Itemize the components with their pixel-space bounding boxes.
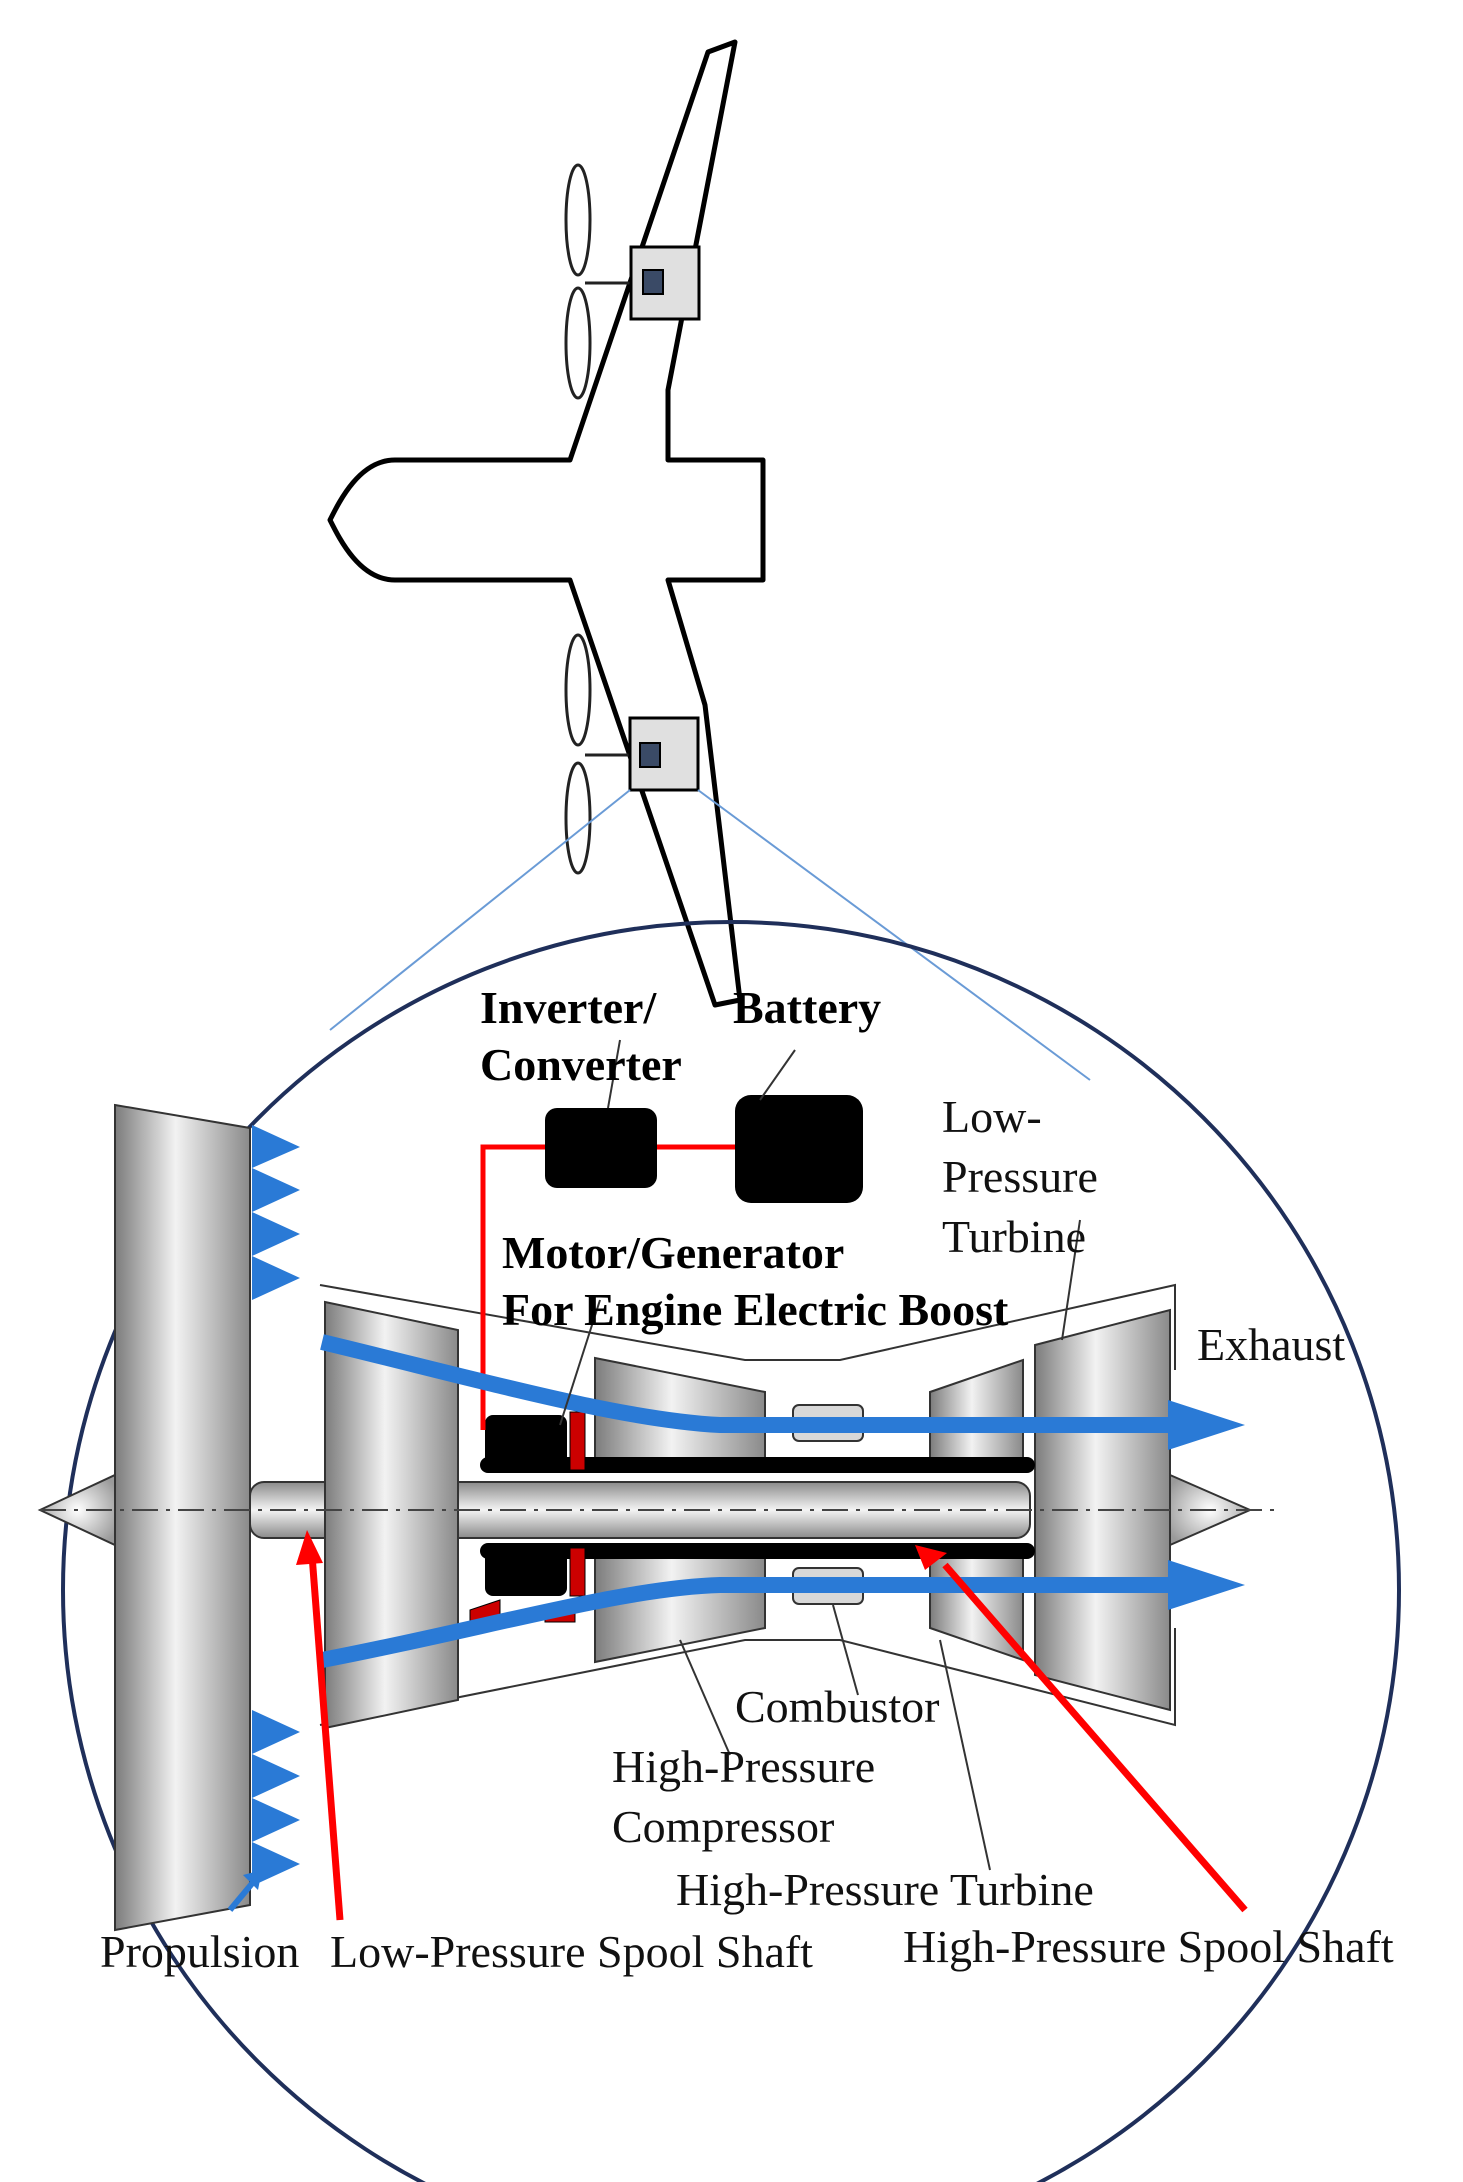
label-hpc-line2: Compressor — [612, 1801, 834, 1852]
label-lpt-line1: Low- — [942, 1091, 1042, 1142]
label-battery: Battery — [733, 982, 881, 1033]
low-pressure-compressor — [324, 1300, 459, 1730]
label-exhaust: Exhaust — [1197, 1319, 1345, 1370]
upper-propeller — [564, 163, 632, 400]
lower-propeller — [564, 633, 630, 875]
high-pressure-compressor-lower — [594, 1554, 766, 1664]
high-pressure-turbine-upper — [929, 1358, 1024, 1463]
label-motor-line1: Motor/Generator — [502, 1227, 844, 1278]
high-pressure-turbine-lower — [929, 1554, 1024, 1662]
propulsion-arrows-upper — [252, 1125, 300, 1300]
motor-generator-upper — [485, 1415, 567, 1470]
airflow-lower — [320, 1560, 1245, 1668]
label-hpt: High-Pressure Turbine — [676, 1864, 1094, 1915]
high-pressure-spool-lower — [480, 1543, 1035, 1559]
propulsion-pointer-arrow — [227, 1870, 262, 1912]
label-hpc-line1: High-Pressure — [612, 1741, 875, 1792]
hp-shaft-pointer-arrow — [915, 1545, 1248, 1913]
label-lp-spool-shaft: Low-Pressure Spool Shaft — [330, 1926, 813, 1977]
label-inverter-line2: Converter — [480, 1039, 682, 1090]
fan-disk — [114, 1103, 251, 1932]
upper-engine-nacelle — [629, 245, 701, 321]
label-combustor: Combustor — [735, 1681, 939, 1732]
zoom-circle — [61, 920, 1401, 2182]
lower-engine-core — [639, 742, 661, 768]
label-inverter-line1: Inverter/ — [480, 982, 657, 1033]
aircraft-outline — [327, 39, 766, 1008]
lp-shaft-pointer-arrow — [296, 1530, 344, 1921]
leader-lines — [559, 1039, 1081, 1871]
aircraft-body-wing — [327, 39, 766, 1008]
airflow-upper — [320, 1334, 1245, 1450]
inverter-converter-box — [545, 1108, 657, 1188]
battery-box — [735, 1095, 863, 1203]
power-wiring — [480, 1144, 735, 1430]
engine-casing — [319, 1283, 1176, 1727]
label-lpt-line2: Pressure — [942, 1151, 1098, 1202]
upper-engine-core — [642, 269, 664, 295]
motor-generator-lower — [485, 1548, 567, 1596]
label-motor-line2: For Engine Electric Boost — [502, 1284, 1009, 1335]
zoom-line-right — [697, 789, 1091, 1081]
zoom-line-left — [329, 789, 631, 1031]
propulsion-arrows-lower — [252, 1710, 300, 1886]
motor-stator-upper — [569, 1411, 586, 1471]
label-lpt-line3: Turbine — [942, 1211, 1086, 1262]
motor-stator-lower — [569, 1547, 586, 1597]
label-hp-spool-shaft: High-Pressure Spool Shaft — [903, 1921, 1394, 1972]
high-pressure-spool-upper — [480, 1457, 1035, 1473]
label-propulsion: Propulsion — [100, 1926, 299, 1977]
